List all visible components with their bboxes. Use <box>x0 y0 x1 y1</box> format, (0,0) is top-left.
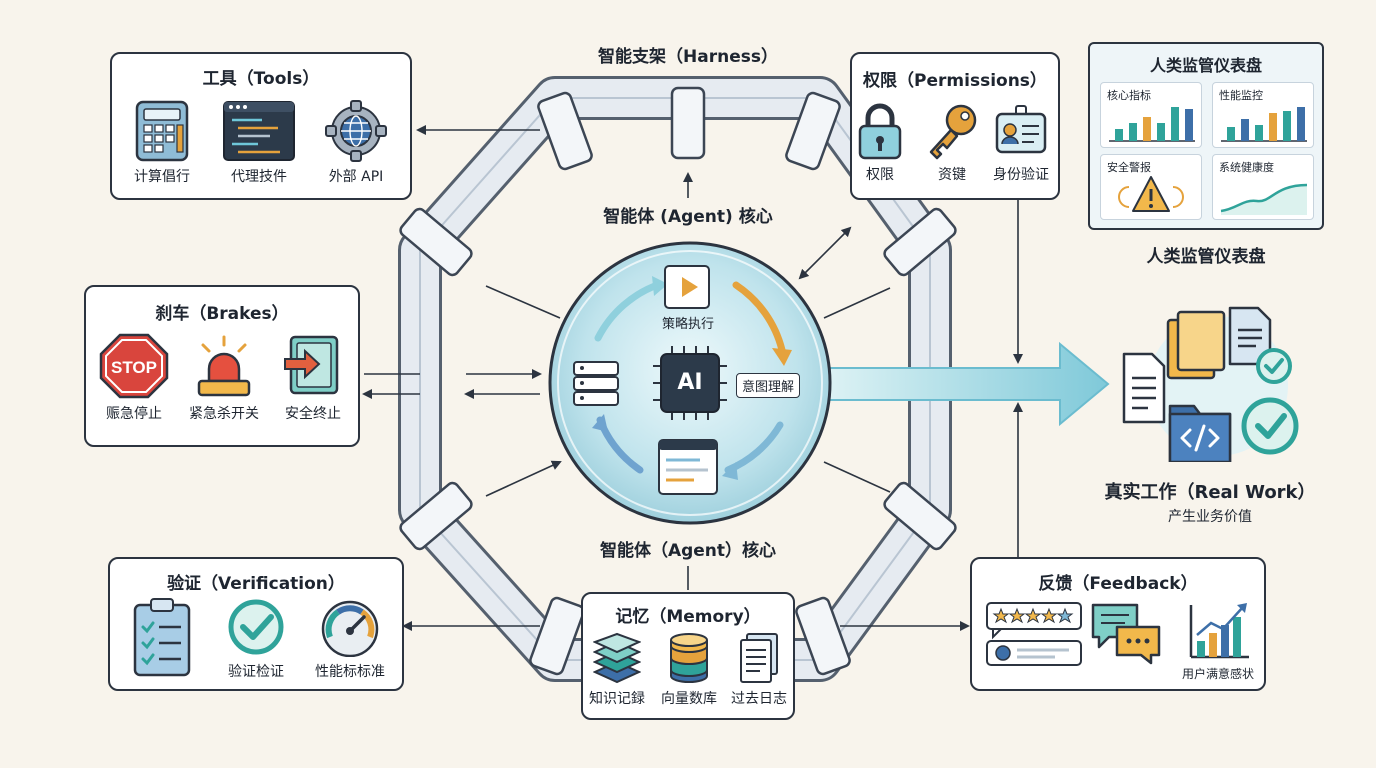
checklist-clipboard-icon <box>133 598 191 677</box>
brakes-item-stop: STOP 赈急停止 <box>84 333 184 423</box>
id-card-icon <box>995 105 1047 154</box>
brakes-item-exit: 安全终止 <box>263 333 363 423</box>
brakes-item-label: 安全终止 <box>285 406 341 422</box>
memory-title: 记忆（Memory） <box>615 607 761 627</box>
harness-label: 智能支架（Harness） <box>598 47 778 67</box>
feedback-item-growth: 用户满意感状 <box>1168 601 1268 682</box>
documents-checkmark-icon <box>1122 306 1299 462</box>
connector-arrows <box>362 125 1023 631</box>
brakes-item-label: 紧急杀开关 <box>189 406 259 422</box>
memory-item-label: 向量数库 <box>661 691 717 707</box>
verification-item-gauge: 性能标标准 <box>300 597 400 681</box>
cycle-arrowheads <box>772 348 792 366</box>
calculator-icon <box>135 100 189 162</box>
exit-arrow-icon <box>284 335 339 395</box>
code-window-core-icon <box>658 439 718 495</box>
growth-chart-icon <box>1189 603 1249 659</box>
warning-icon <box>1118 176 1184 212</box>
tools-item-calculator: 计算倡行 <box>112 100 212 186</box>
bar-chart-icon <box>1221 107 1307 142</box>
stop-sign-text: STOP <box>111 358 157 377</box>
dashboard-cell-label: 性能监控 <box>1219 89 1263 102</box>
memory-item-knowledge: 知识记録 <box>567 632 667 708</box>
permissions-panel: 权限（Permissions） 权限 资键 <box>850 52 1060 200</box>
code-window-icon <box>223 101 295 161</box>
stop-sign-icon: STOP <box>99 333 169 399</box>
dashboard-cell: 核心指标 <box>1100 82 1202 148</box>
real-work-subtitle: 产生业务价值 <box>1168 509 1252 525</box>
star-rating-icon <box>986 602 1082 666</box>
tools-panel: 工具（Tools） 计算倡行 <box>110 52 412 200</box>
permissions-item-lock: 权限 <box>830 102 930 184</box>
permissions-item-label: 资键 <box>938 167 966 183</box>
verification-item-check: 验证检证 <box>206 597 306 681</box>
permissions-item-label: 权限 <box>866 167 894 183</box>
lock-icon <box>858 103 902 160</box>
tools-item-label: 代理技件 <box>231 169 287 185</box>
tools-item-api: 外部 API <box>306 100 406 186</box>
brakes-item-label: 赈急停止 <box>106 406 162 422</box>
feedback-item-label: 用户满意感状 <box>1181 667 1254 681</box>
strategy-doc-icon <box>664 265 710 309</box>
harness-clamps <box>399 86 957 676</box>
verification-item-label: 性能标标准 <box>315 664 385 680</box>
memory-panel: 记忆（Memory） 知识记録 向量数库 <box>581 592 795 720</box>
dashboard-cell: 性能监控 <box>1212 82 1314 148</box>
check-circle-icon <box>228 599 284 655</box>
permissions-item-id: 身份验证 <box>971 102 1071 184</box>
feedback-item-chat <box>1086 601 1166 671</box>
verification-item-label: 验证检证 <box>228 664 284 680</box>
ai-chip-icon <box>653 346 727 420</box>
tools-item-label: 计算倡行 <box>134 169 190 185</box>
memory-item-label: 知识记録 <box>589 691 645 707</box>
dashboard-cell-label: 安全警报 <box>1107 161 1151 174</box>
database-icon <box>670 633 708 683</box>
feedback-title: 反馈（Feedback） <box>1038 574 1198 594</box>
bar-chart-icon <box>1109 107 1195 142</box>
intent-label: 意图理解 <box>736 373 801 398</box>
dashboard-cell: 系统健康度 <box>1212 154 1314 220</box>
verification-item-checklist <box>112 597 212 681</box>
tools-title: 工具（Tools） <box>202 69 320 89</box>
output-arrow <box>819 341 1110 427</box>
chat-bubbles-icon <box>1091 603 1161 665</box>
key-icon <box>929 104 977 160</box>
real-work-title: 真实工作（Real Work） <box>1104 482 1316 503</box>
tools-item-code: 代理技件 <box>209 100 309 186</box>
agent-core-top-label: 智能体 (Agent) 核心 <box>603 207 773 227</box>
gauge-icon <box>321 600 379 657</box>
permissions-title: 权限（Permissions） <box>863 71 1047 91</box>
memory-item-label: 过去日志 <box>731 691 787 707</box>
alarm-light-icon <box>197 335 251 397</box>
feedback-item-ratings <box>976 601 1086 675</box>
dashboard-cell: 安全警报 <box>1100 154 1202 220</box>
globe-gear-icon <box>325 100 387 162</box>
dashboard-panel: 人类监管仪表盘 核心指标 性能监控 <box>1088 42 1324 230</box>
feedback-panel: 反馈（Feedback） <box>970 557 1266 691</box>
memory-item-logs: 过去日志 <box>709 632 809 708</box>
permissions-item-key: 资键 <box>902 102 1002 184</box>
verification-title: 验证（Verification） <box>167 574 345 594</box>
brakes-item-kill: 紧急杀开关 <box>174 333 274 423</box>
ai-chip-text: AI <box>677 370 703 395</box>
brakes-panel: 刹车（Brakes） STOP 赈急停止 紧急杀开关 <box>84 285 360 447</box>
dashboard-caption: 人类监管仪表盘 <box>1146 247 1266 267</box>
permissions-item-label: 身份验证 <box>993 167 1049 183</box>
strategy-label: 策略执行 <box>661 317 714 332</box>
dashboard-title: 人类监管仪表盘 <box>1149 56 1262 75</box>
document-log-icon <box>740 633 778 683</box>
line-chart-icon <box>1220 183 1308 215</box>
server-icon <box>573 361 619 406</box>
tools-item-label: 外部 API <box>328 169 384 185</box>
dashboard-cell-label: 核心指标 <box>1107 89 1151 102</box>
memory-item-vector-db: 向量数库 <box>639 632 739 708</box>
brakes-title: 刹车（Brakes） <box>155 304 289 324</box>
agent-core-bottom-label: 智能体（Agent）核心 <box>599 541 777 561</box>
dashboard-cell-label: 系统健康度 <box>1219 161 1274 174</box>
verification-panel: 验证（Verification） 验证检证 <box>108 557 404 691</box>
layers-icon <box>593 632 641 684</box>
